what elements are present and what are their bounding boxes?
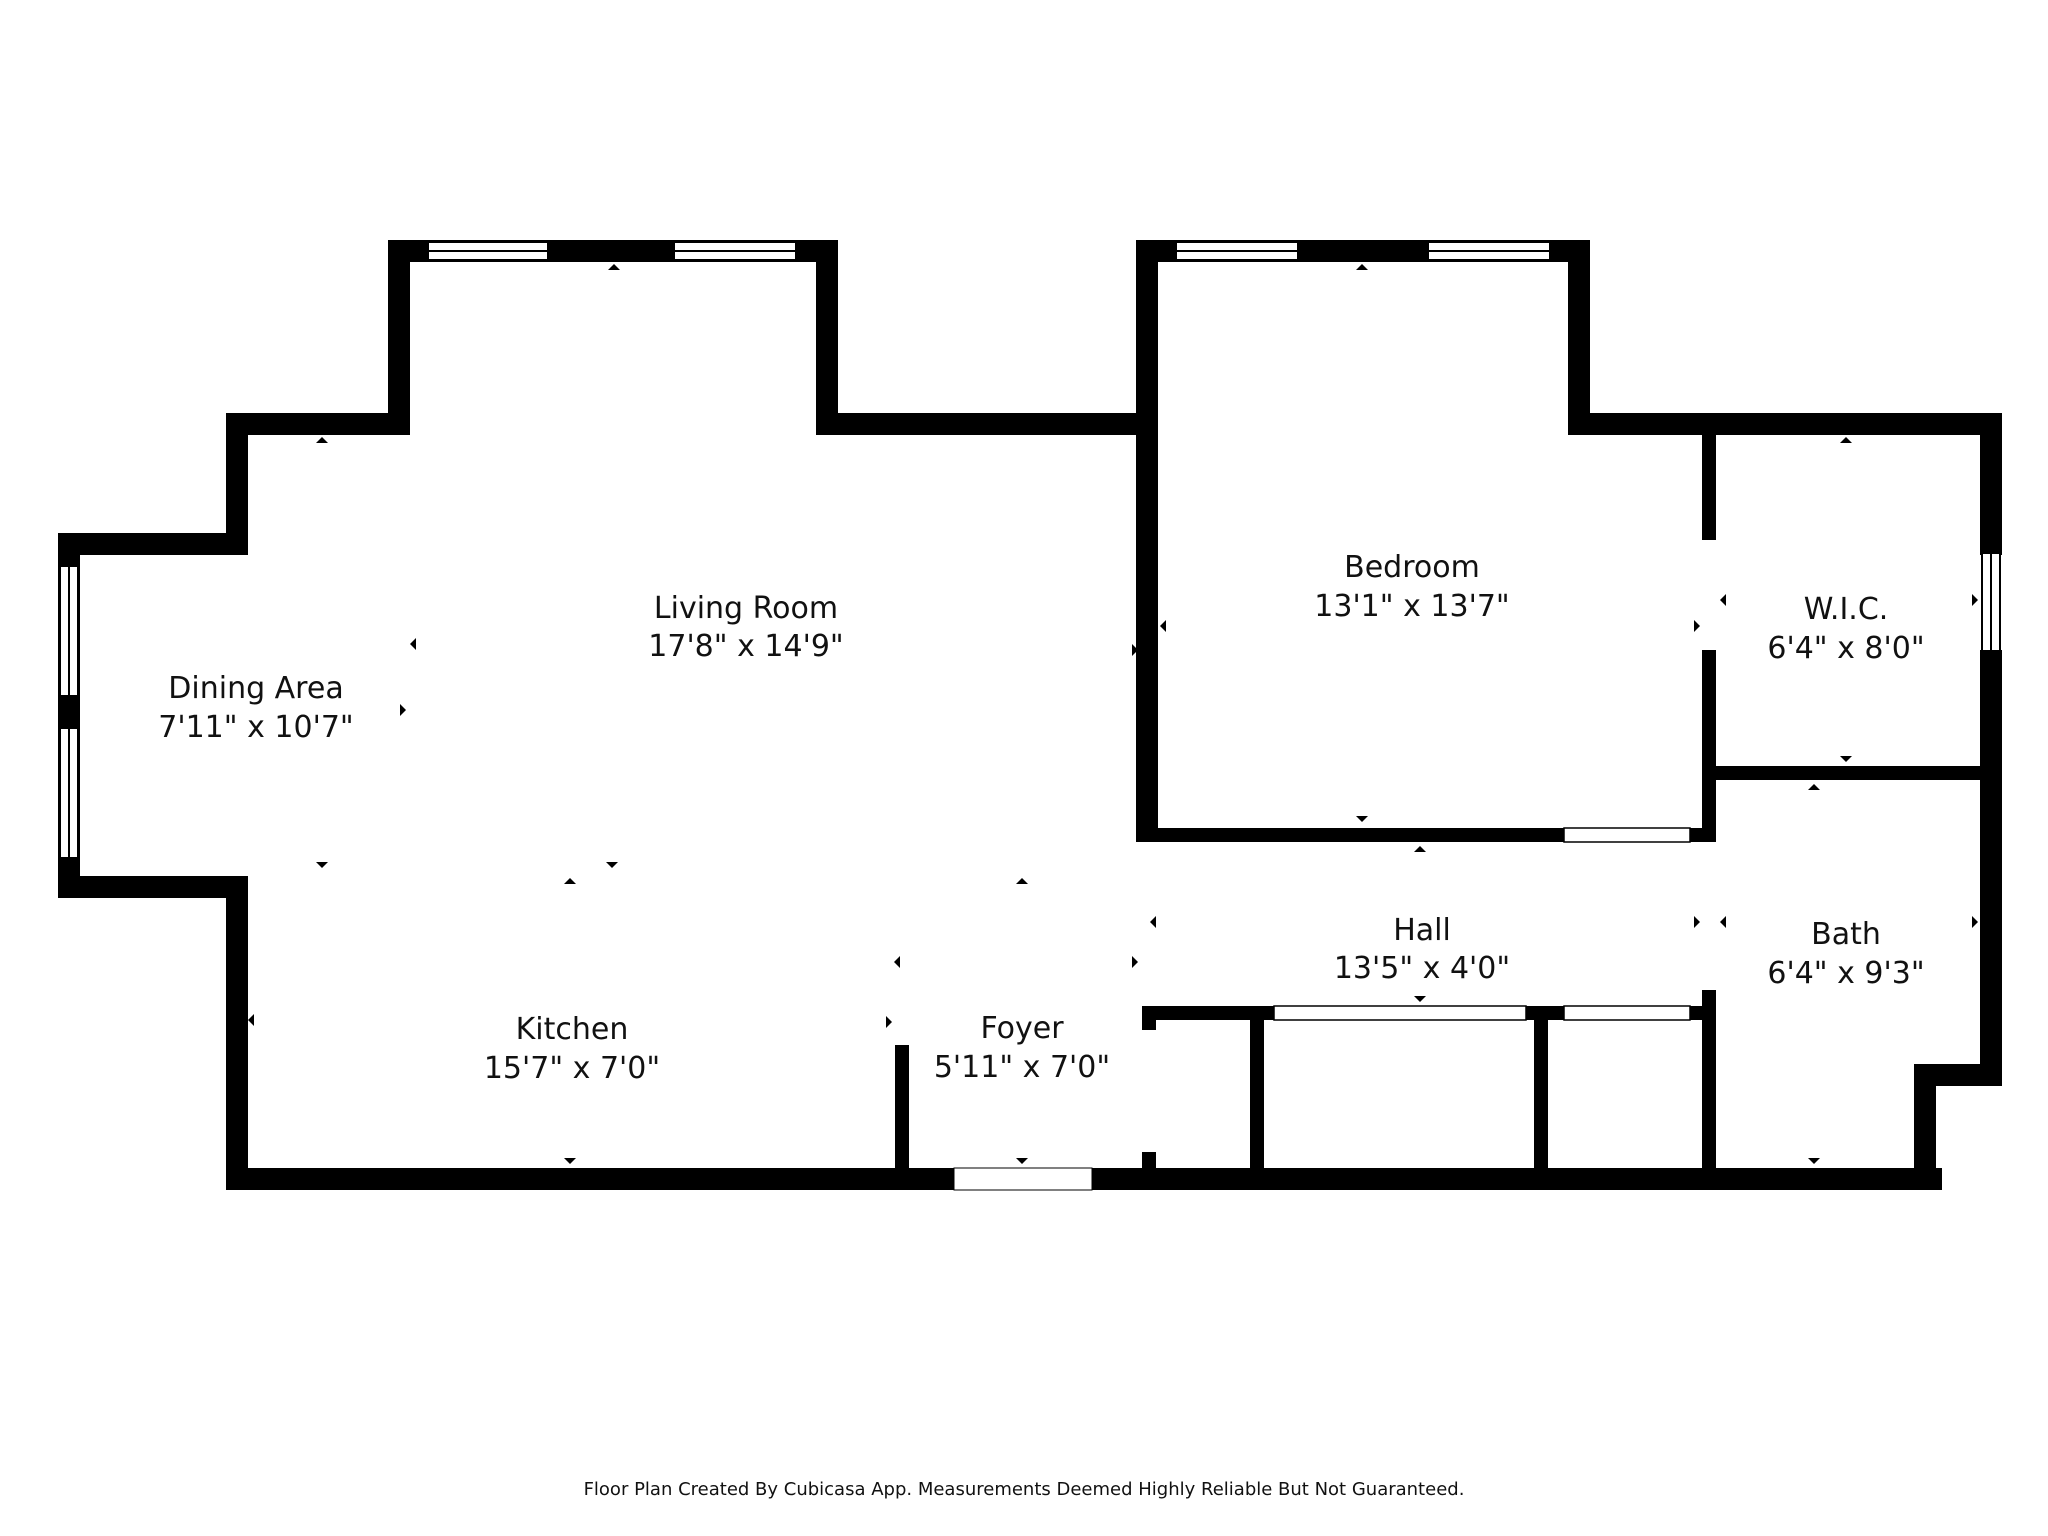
footer-disclaimer: Floor Plan Created By Cubicasa App. Meas… [583, 1479, 1465, 1500]
wall [226, 413, 410, 435]
room-name-foyer: Foyer [980, 1011, 1064, 1046]
wall [1980, 650, 2002, 1086]
room-dims-bedroom: 13'1" x 13'7" [1314, 589, 1509, 624]
room-name-hall: Hall [1393, 913, 1451, 948]
wall [1568, 413, 2002, 435]
wall [1690, 1006, 1716, 1020]
wall [1534, 1006, 1548, 1190]
wall [1980, 413, 2002, 555]
room-dims-wic: 6'4" x 8'0" [1767, 631, 1924, 666]
wall [1142, 1006, 1156, 1030]
opening [1563, 1005, 1691, 1021]
room-name-bath: Bath [1811, 917, 1881, 952]
wall [388, 240, 410, 435]
wall [816, 413, 1146, 435]
wall [226, 1168, 954, 1190]
room-name-kitchen: Kitchen [516, 1012, 629, 1047]
room-dims-hall: 13'5" x 4'0" [1334, 951, 1510, 986]
wall [1568, 240, 1590, 435]
wall [1702, 766, 1992, 780]
wall [1136, 828, 1564, 842]
wall [1702, 424, 1716, 540]
opening [1563, 827, 1691, 843]
wall [1092, 1168, 1942, 1190]
wall [58, 876, 248, 898]
room-name-dining: Dining Area [168, 671, 343, 706]
wall [1142, 1006, 1274, 1020]
room-dims-living: 17'8" x 14'9" [648, 629, 843, 664]
wall [1914, 1064, 1936, 1190]
room-name-bedroom: Bedroom [1344, 550, 1480, 585]
room-dims-foyer: 5'11" x 7'0" [934, 1050, 1110, 1085]
wall [1136, 240, 1158, 840]
wall [58, 533, 248, 555]
wall [226, 413, 248, 555]
room-name-wic: W.I.C. [1804, 592, 1889, 627]
wall [1702, 650, 1716, 842]
wall [1250, 1006, 1264, 1190]
wall [1142, 1152, 1156, 1190]
wall [226, 876, 248, 1190]
room-name-living: Living Room [654, 591, 838, 626]
room-dims-bath: 6'4" x 9'3" [1767, 956, 1924, 991]
room-dims-kitchen: 15'7" x 7'0" [484, 1051, 660, 1086]
wall [895, 1045, 909, 1190]
room-dims-dining: 7'11" x 10'7" [158, 710, 353, 745]
wall [816, 240, 838, 435]
wall [1702, 990, 1716, 1190]
opening [1273, 1005, 1527, 1021]
